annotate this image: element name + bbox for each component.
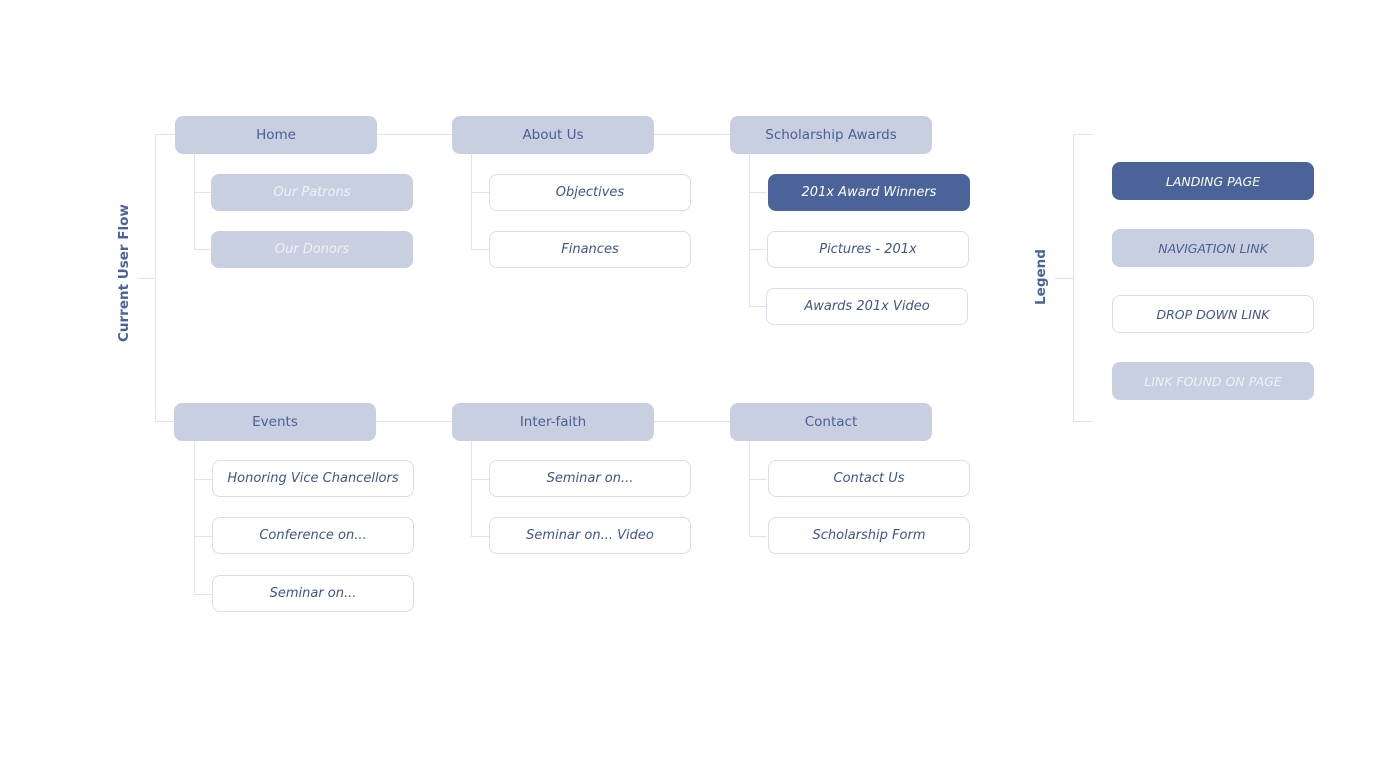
nav-inter-faith[interactable]: Inter-faith [452, 403, 654, 441]
home-branch-line [194, 154, 195, 249]
dropdown-contact-us[interactable]: Contact Us [768, 460, 970, 497]
scholarship-branch-tick [749, 306, 767, 307]
events-branch-tick [194, 479, 212, 480]
about-branch-tick [471, 192, 489, 193]
home-branch-tick [194, 249, 212, 250]
dropdown-scholarship-form[interactable]: Scholarship Form [768, 517, 970, 554]
nav-home[interactable]: Home [175, 116, 377, 154]
legend-drop-down-link: DROP DOWN LINK [1112, 295, 1314, 333]
about-branch-tick [471, 249, 489, 250]
dropdown-awards-video[interactable]: Awards 201x Video [766, 288, 968, 325]
nav-contact[interactable]: Contact [730, 403, 932, 441]
events-branch-tick [194, 536, 212, 537]
scholarship-branch-tick [749, 192, 767, 193]
interfaith-branch-tick [471, 536, 489, 537]
legend-landing-page: LANDING PAGE [1112, 162, 1314, 200]
nav-events[interactable]: Events [174, 403, 376, 441]
dropdown-pictures[interactable]: Pictures - 201x [767, 231, 969, 268]
legend-label: Legend [1033, 249, 1049, 305]
interfaith-branch-line [471, 441, 472, 537]
events-branch-tick [194, 594, 212, 595]
scholarship-branch-line [749, 154, 750, 306]
contact-branch-tick [749, 536, 767, 537]
about-branch-line [471, 154, 472, 249]
legend-bracket-bottom [1073, 421, 1093, 422]
dropdown-honoring-vice-chancellors[interactable]: Honoring Vice Chancellors [212, 460, 414, 497]
events-branch-line [194, 441, 195, 594]
legend-bracket-top [1073, 134, 1093, 135]
link-our-donors[interactable]: Our Donors [211, 231, 413, 268]
dropdown-interfaith-seminar-video[interactable]: Seminar on... Video [489, 517, 691, 554]
dropdown-conference[interactable]: Conference on... [212, 517, 414, 554]
landing-award-winners[interactable]: 201x Award Winners [768, 174, 970, 211]
home-branch-tick [194, 192, 212, 193]
current-user-flow-label: Current User Flow [116, 204, 132, 342]
legend-navigation-link: NAVIGATION LINK [1112, 229, 1314, 267]
legend-link-found-on-page: LINK FOUND ON PAGE [1112, 362, 1314, 400]
dropdown-objectives[interactable]: Objectives [489, 174, 691, 211]
nav-scholarship-awards[interactable]: Scholarship Awards [730, 116, 932, 154]
dropdown-seminar[interactable]: Seminar on... [212, 575, 414, 612]
contact-branch-tick [749, 479, 767, 480]
scholarship-branch-tick [749, 249, 767, 250]
dropdown-interfaith-seminar[interactable]: Seminar on... [489, 460, 691, 497]
dropdown-finances[interactable]: Finances [489, 231, 691, 268]
nav-about-us[interactable]: About Us [452, 116, 654, 154]
link-our-patrons[interactable]: Our Patrons [211, 174, 413, 211]
interfaith-branch-tick [471, 479, 489, 480]
contact-branch-line [749, 441, 750, 537]
flow-trunk-stub [138, 278, 156, 279]
legend-bracket-stub [1055, 278, 1074, 279]
